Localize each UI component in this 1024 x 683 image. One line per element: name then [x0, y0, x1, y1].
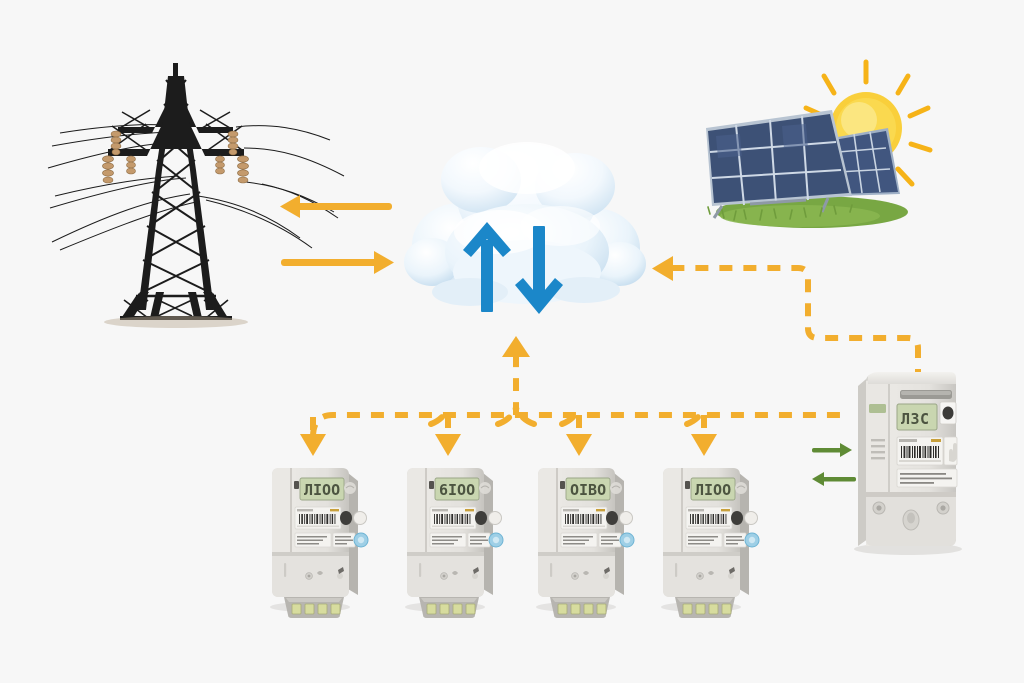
arrowhead-meter-4-down — [691, 434, 717, 456]
cloud-to-grid-arrow — [280, 195, 392, 218]
arrowhead-meter-3-down — [566, 434, 592, 456]
meter-display-4: ЛIOO — [695, 481, 731, 499]
arrowhead-bus-up — [502, 336, 530, 357]
arrowhead-to-cloud-left — [652, 256, 673, 281]
export-arrow-icon — [812, 443, 852, 457]
upload-arrow-icon — [463, 222, 511, 312]
customer-meter-2[interactable]: 6IOO — [404, 467, 504, 619]
import-arrow-icon — [812, 472, 856, 486]
link-main-meter-to-cloud — [672, 265, 921, 382]
svg-text:ЛЗС: ЛЗС — [901, 410, 930, 428]
meter-display-3: OIBO — [570, 481, 606, 499]
customer-meter-3[interactable]: OIBO — [535, 467, 635, 619]
meter-display-2: 6IOO — [439, 481, 475, 499]
meter-display-1: ЛIOO — [304, 481, 340, 499]
customer-meter-4[interactable]: ЛIOO — [660, 467, 760, 619]
link-customer-bus — [310, 412, 845, 438]
download-arrow-icon — [515, 226, 563, 314]
status-indicator — [869, 404, 886, 413]
customer-meter-1[interactable]: ЛIOO — [269, 467, 369, 619]
arrowhead-meter-1-down — [300, 434, 326, 456]
grid-to-cloud-arrow — [281, 251, 394, 274]
arrowhead-meter-2-down — [435, 434, 461, 456]
